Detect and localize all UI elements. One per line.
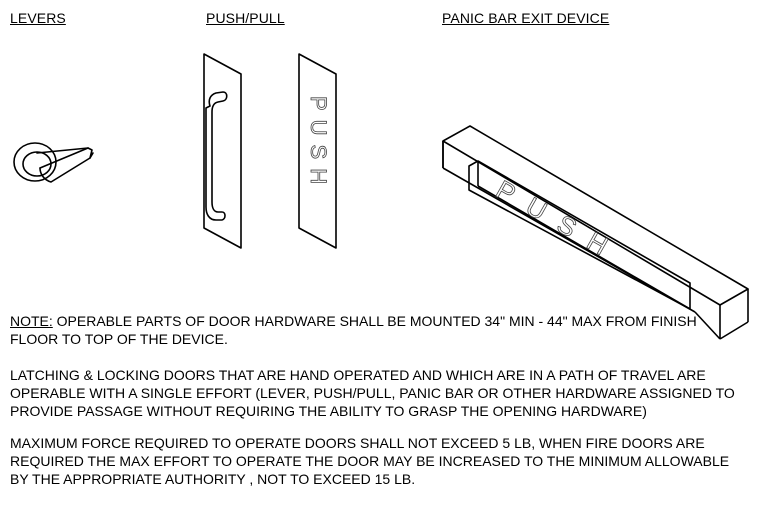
push-pull-heading: PUSH/PULL — [206, 10, 285, 26]
latching-line-1: LATCHING & LOCKING DOORS THAT ARE HAND O… — [10, 367, 706, 383]
note-label: NOTE: — [10, 313, 53, 329]
force-line-1: MAXIMUM FORCE REQUIRED TO OPERATE DOORS … — [10, 435, 705, 451]
panic-bar-heading: PANIC BAR EXIT DEVICE — [442, 10, 610, 26]
panic-bar-drawing — [442, 125, 749, 340]
latching-line-2: OPERABLE WITH A SINGLE EFFORT (LEVER, PU… — [10, 385, 735, 401]
panic-bar-label: PUSH — [491, 174, 628, 269]
pull-plate-drawing — [203, 53, 242, 249]
force-line-3: BY THE APPROPRIATE AUTHORITY , NOT TO EX… — [10, 471, 416, 487]
force-line-2: REQUIRED THE MAX EFFORT TO OPERATE THE D… — [10, 453, 730, 469]
push-plate-label: PUSH — [306, 96, 331, 193]
note-line-2: FLOOR TO TOP OF THE DEVICE. — [10, 331, 228, 347]
push-plate-drawing — [298, 53, 337, 249]
latching-locking-note: LATCHING & LOCKING DOORS THAT ARE HAND O… — [10, 366, 750, 420]
latching-line-3: PROVIDE PASSAGE WITHOUT REQUIRING THE AB… — [10, 403, 647, 419]
levers-heading: LEVERS — [10, 10, 66, 26]
note-line-1: OPERABLE PARTS OF DOOR HARDWARE SHALL BE… — [52, 313, 697, 329]
operating-force-note: MAXIMUM FORCE REQUIRED TO OPERATE DOORS … — [10, 434, 750, 488]
mounting-height-note: NOTE: OPERABLE PARTS OF DOOR HARDWARE SH… — [10, 312, 750, 348]
lever-handle-drawing — [13, 142, 94, 183]
